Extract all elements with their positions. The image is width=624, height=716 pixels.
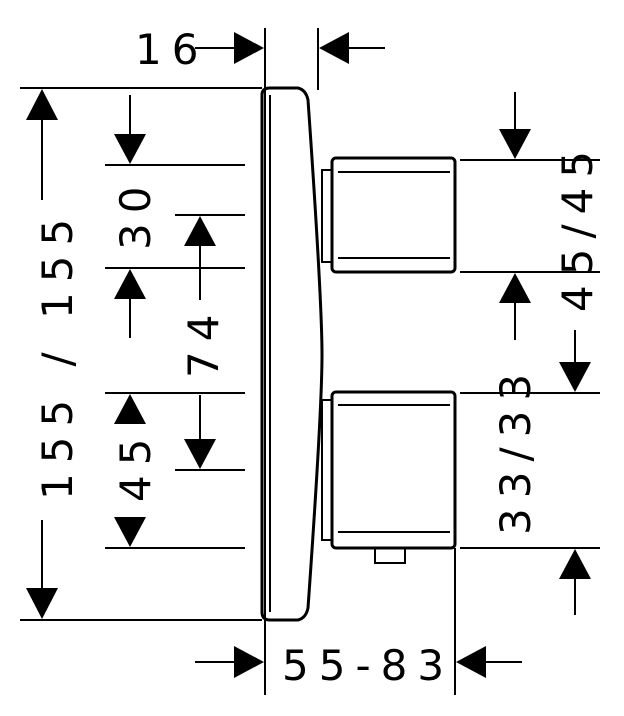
dim-74-label: 74 [179, 305, 228, 378]
dimension-right-upper: 45/45 [499, 92, 602, 340]
dimension-projection: 55-83 [195, 641, 522, 690]
dimension-depth-top: 16 [135, 25, 385, 74]
dim-45-45-label: 45/45 [553, 141, 602, 312]
extension-lines [20, 28, 600, 695]
dimension-right-lower: 33/33 [491, 330, 591, 615]
dimension-total-height: 155 / 155 [26, 89, 82, 619]
lower-handle [321, 390, 457, 564]
dim-45-label: 45 [111, 429, 160, 502]
dimension-bottom-offset: 45 [111, 394, 160, 547]
cover-plate [260, 86, 324, 622]
dimension-spacing: 74 [179, 216, 228, 469]
dim-16-label: 16 [135, 25, 208, 74]
dim-155-label: 155 / 155 [33, 209, 82, 500]
dim-30-label: 30 [111, 177, 160, 250]
upper-handle [321, 156, 457, 274]
dim-33-33-label: 33/33 [491, 364, 540, 535]
dimension-top-offset: 30 [111, 95, 160, 338]
dim-55-83-label: 55-83 [282, 641, 454, 690]
